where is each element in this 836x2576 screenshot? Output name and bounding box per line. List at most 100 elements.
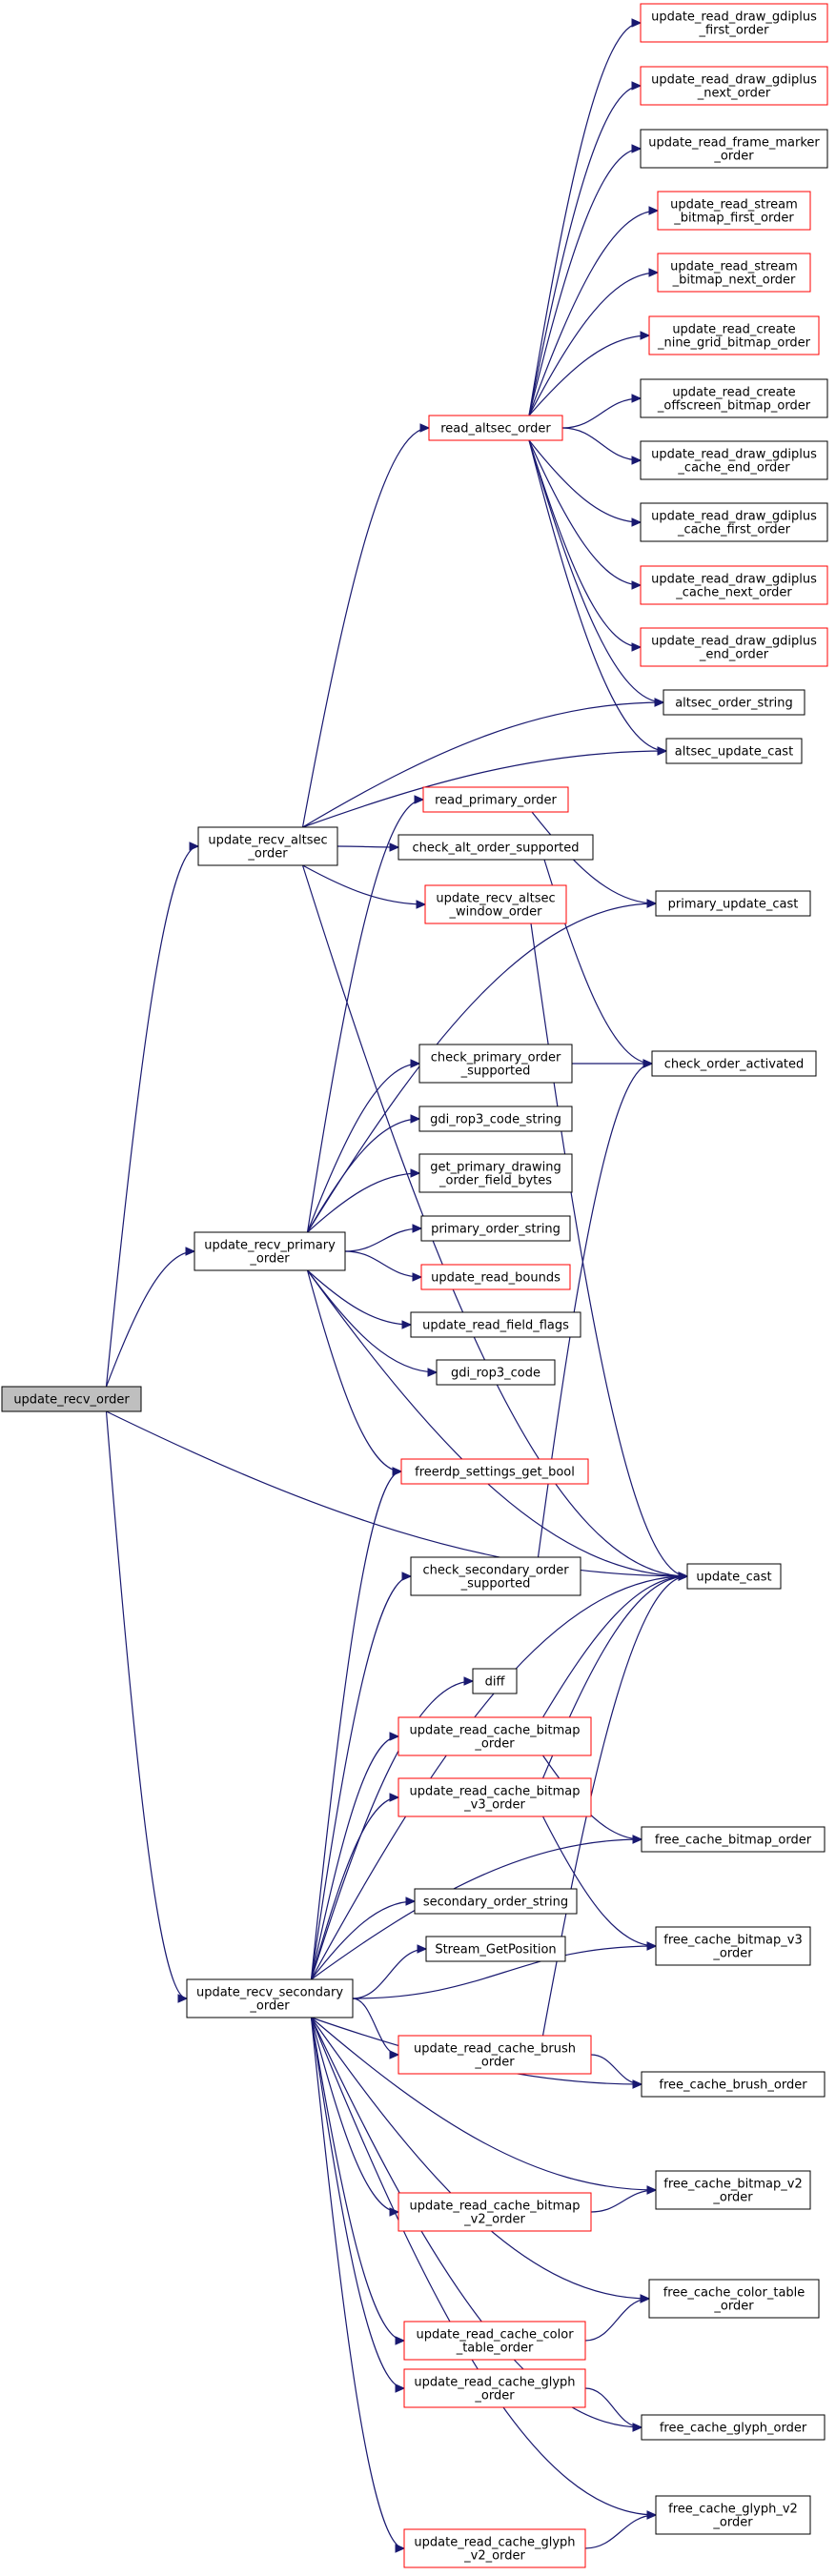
node-secondary-order-string[interactable]: secondary_order_string: [414, 1888, 578, 1915]
node-box: [420, 1215, 571, 1242]
edge-update-read-cache-brush-order-to-update-cast: [541, 1575, 688, 2037]
node-box: [398, 2035, 592, 2075]
node-update-read-draw-gdiplus-cache-first-order[interactable]: update_read_draw_gdiplus_cache_first_ord…: [640, 502, 828, 542]
arrowhead: [654, 698, 665, 707]
edge-update-recv-secondary-order-to-update-read-cache-bitmap-order: [310, 1735, 399, 1980]
node-free-cache-bitmap-v2-order[interactable]: free_cache_bitmap_v2_order: [655, 2170, 811, 2210]
node-update-recv-order[interactable]: update_recv_order: [1, 1386, 142, 1412]
node-label: secondary_order_string: [423, 1896, 568, 1910]
node-get-primary-drawing-order-field-bytes[interactable]: get_primary_drawing_order_field_bytes: [418, 1153, 573, 1193]
edge-update-recv-primary-order-to-get-primary-drawing-order-field-bytes: [307, 1172, 420, 1233]
edge-update-recv-order-to-update-recv-secondary-order: [105, 1410, 188, 1999]
node-label: _supported: [460, 1065, 531, 1079]
node-free-cache-glyph-order[interactable]: free_cache_glyph_order: [641, 2414, 826, 2441]
node-update-read-create-nine-grid-bitmap-order[interactable]: update_read_create_nine_grid_bitmap_orde…: [648, 315, 820, 355]
node-check-primary-order-supported[interactable]: check_primary_order_supported: [418, 1044, 573, 1084]
edge-update-read-cache-bitmap-order-to-free-cache-bitmap-order: [542, 1755, 642, 1840]
node-update-recv-altsec-window-order[interactable]: update_recv_altsec_window_order: [424, 884, 567, 924]
node-free-cache-color-table-order[interactable]: free_cache_color_table_order: [648, 2279, 820, 2319]
node-box: [640, 378, 828, 418]
arrowhead: [646, 2510, 658, 2520]
node-gdi-rop3-code[interactable]: gdi_rop3_code: [436, 1359, 556, 1386]
arrowhead: [631, 517, 642, 527]
node-check-alt-order-supported[interactable]: check_alt_order_supported: [398, 834, 594, 861]
node-update-read-cache-brush-order[interactable]: update_read_cache_brush_order: [398, 2035, 592, 2075]
node-box: [418, 1105, 573, 1132]
node-box: [640, 129, 828, 169]
node-free-cache-brush-order[interactable]: free_cache_brush_order: [641, 2071, 826, 2098]
node-update-read-frame-marker-order[interactable]: update_read_frame_marker_order: [640, 129, 828, 169]
node-update-read-draw-gdiplus-end-order[interactable]: update_read_draw_gdiplus_end_order: [640, 627, 828, 667]
arrowhead: [177, 1994, 189, 2003]
node-update-read-cache-glyph-v2-order[interactable]: update_read_cache_glyph_v2_order: [403, 2528, 586, 2568]
node-check-secondary-order-supported[interactable]: check_secondary_order_supported: [410, 1556, 581, 1596]
node-label: primary_order_string: [431, 1223, 561, 1237]
node-freerdp-settings-get-bool[interactable]: freerdp_settings_get_bool: [400, 1458, 589, 1485]
node-update-read-draw-gdiplus-first-order[interactable]: update_read_draw_gdiplus_first_order: [640, 3, 828, 43]
node-primary-order-string[interactable]: primary_order_string: [420, 1215, 571, 1242]
node-layer: update_recv_order update_recv_altsec_orde…: [1, 3, 828, 2568]
edge-update-read-cache-glyph-v2-order-to-free-cache-glyph-v2-order: [584, 2514, 657, 2549]
node-free-cache-bitmap-order[interactable]: free_cache_bitmap_order: [641, 1826, 826, 1853]
node-update-read-create-offscreen-bitmap-order[interactable]: update_read_create_offscreen_bitmap_orde…: [640, 378, 828, 418]
node-label: _order: [247, 847, 288, 862]
node-box: [640, 565, 828, 605]
arrowhead: [405, 1897, 417, 1906]
node-box: [186, 1978, 354, 2018]
node-label: free_cache_bitmap_v3: [663, 1934, 802, 1948]
node-box: [403, 2321, 586, 2361]
arrowhead: [640, 2294, 651, 2303]
node-box: [422, 786, 569, 813]
node-primary-update-cast[interactable]: primary_update_cast: [655, 890, 811, 917]
node-update-read-cache-bitmap-v2-order[interactable]: update_read_cache_bitmap_v2_order: [398, 2192, 592, 2232]
edge-update-recv-primary-order-to-update-read-bounds: [344, 1250, 422, 1278]
node-box: [641, 1826, 826, 1853]
node-label: update_read_draw_gdiplus: [651, 573, 817, 587]
arrowhead: [389, 842, 400, 852]
node-label: _nine_grid_bitmap_order: [657, 336, 811, 351]
edge-update-read-cache-bitmap-order-to-update-cast: [541, 1575, 688, 1718]
node-update-recv-secondary-order[interactable]: update_recv_secondary_order: [186, 1978, 354, 2018]
node-stream-getposition[interactable]: Stream_GetPosition: [425, 1936, 566, 1962]
node-update-read-bounds[interactable]: update_read_bounds: [420, 1264, 571, 1290]
node-update-recv-primary-order[interactable]: update_recv_primary_order: [194, 1231, 346, 1271]
node-update-read-draw-gdiplus-next-order[interactable]: update_read_draw_gdiplus_next_order: [640, 66, 828, 106]
node-label: _v2_order: [463, 2549, 525, 2564]
node-update-read-stream-bitmap-first-order[interactable]: update_read_stream_bitmap_first_order: [657, 191, 811, 231]
node-read-altsec-order[interactable]: read_altsec_order: [428, 415, 563, 441]
node-box: [655, 2170, 811, 2210]
node-update-cast[interactable]: update_cast: [686, 1563, 782, 1590]
arrowhead: [412, 1224, 423, 1233]
node-box: [657, 191, 811, 231]
edge-update-recv-secondary-order-to-update-read-cache-brush-order: [352, 1998, 399, 2056]
node-label: _order: [712, 2516, 753, 2530]
node-label: freerdp_settings_get_bool: [415, 1466, 575, 1480]
node-gdi-rop3-code-string[interactable]: gdi_rop3_code_string: [418, 1105, 573, 1132]
node-check-order-activated[interactable]: check_order_activated: [651, 1050, 817, 1077]
node-update-read-cache-glyph-order[interactable]: update_read_cache_glyph_order: [403, 2368, 586, 2408]
node-altsec-order-string[interactable]: altsec_order_string: [663, 689, 805, 716]
node-label: update_recv_order: [13, 1393, 130, 1408]
node-update-read-stream-bitmap-next-order[interactable]: update_read_stream_bitmap_next_order: [657, 253, 811, 293]
node-altsec-update-cast[interactable]: altsec_update_cast: [665, 738, 803, 764]
node-update-read-cache-color-table-order[interactable]: update_read_cache_color_table_order: [403, 2321, 586, 2361]
node-box: [641, 2414, 826, 2441]
node-diff[interactable]: diff: [472, 1668, 518, 1694]
node-update-read-draw-gdiplus-cache-next-order[interactable]: update_read_draw_gdiplus_cache_next_orde…: [640, 565, 828, 605]
arrowhead: [185, 1247, 196, 1256]
node-update-read-cache-bitmap-v3-order[interactable]: update_read_cache_bitmap_v3_order: [398, 1777, 592, 1817]
node-label: free_cache_glyph_order: [660, 2422, 807, 2436]
edge-update-recv-primary-order-to-freerdp-settings-get-bool: [306, 1269, 402, 1472]
edge-update-read-cache-glyph-order-to-free-cache-glyph-order: [584, 2387, 642, 2428]
node-free-cache-bitmap-v3-order[interactable]: free_cache_bitmap_v3_order: [655, 1926, 811, 1966]
node-free-cache-glyph-v2-order[interactable]: free_cache_glyph_v2_order: [655, 2495, 811, 2535]
node-update-read-field-flags[interactable]: update_read_field_flags: [410, 1311, 581, 1338]
node-update-read-draw-gdiplus-cache-end-order[interactable]: update_read_draw_gdiplus_cache_end_order: [640, 440, 828, 480]
node-update-recv-altsec-order[interactable]: update_recv_altsec_order: [197, 826, 338, 866]
arrowhead: [657, 746, 668, 756]
edge-read-altsec-order-to-update-read-draw-gdiplus-cache-end-order: [561, 427, 642, 461]
node-read-primary-order[interactable]: read_primary_order: [422, 786, 569, 813]
node-label: _bitmap_next_order: [672, 274, 796, 288]
node-label: _order: [474, 2056, 515, 2070]
node-update-read-cache-bitmap-order[interactable]: update_read_cache_bitmap_order: [398, 1716, 592, 1756]
